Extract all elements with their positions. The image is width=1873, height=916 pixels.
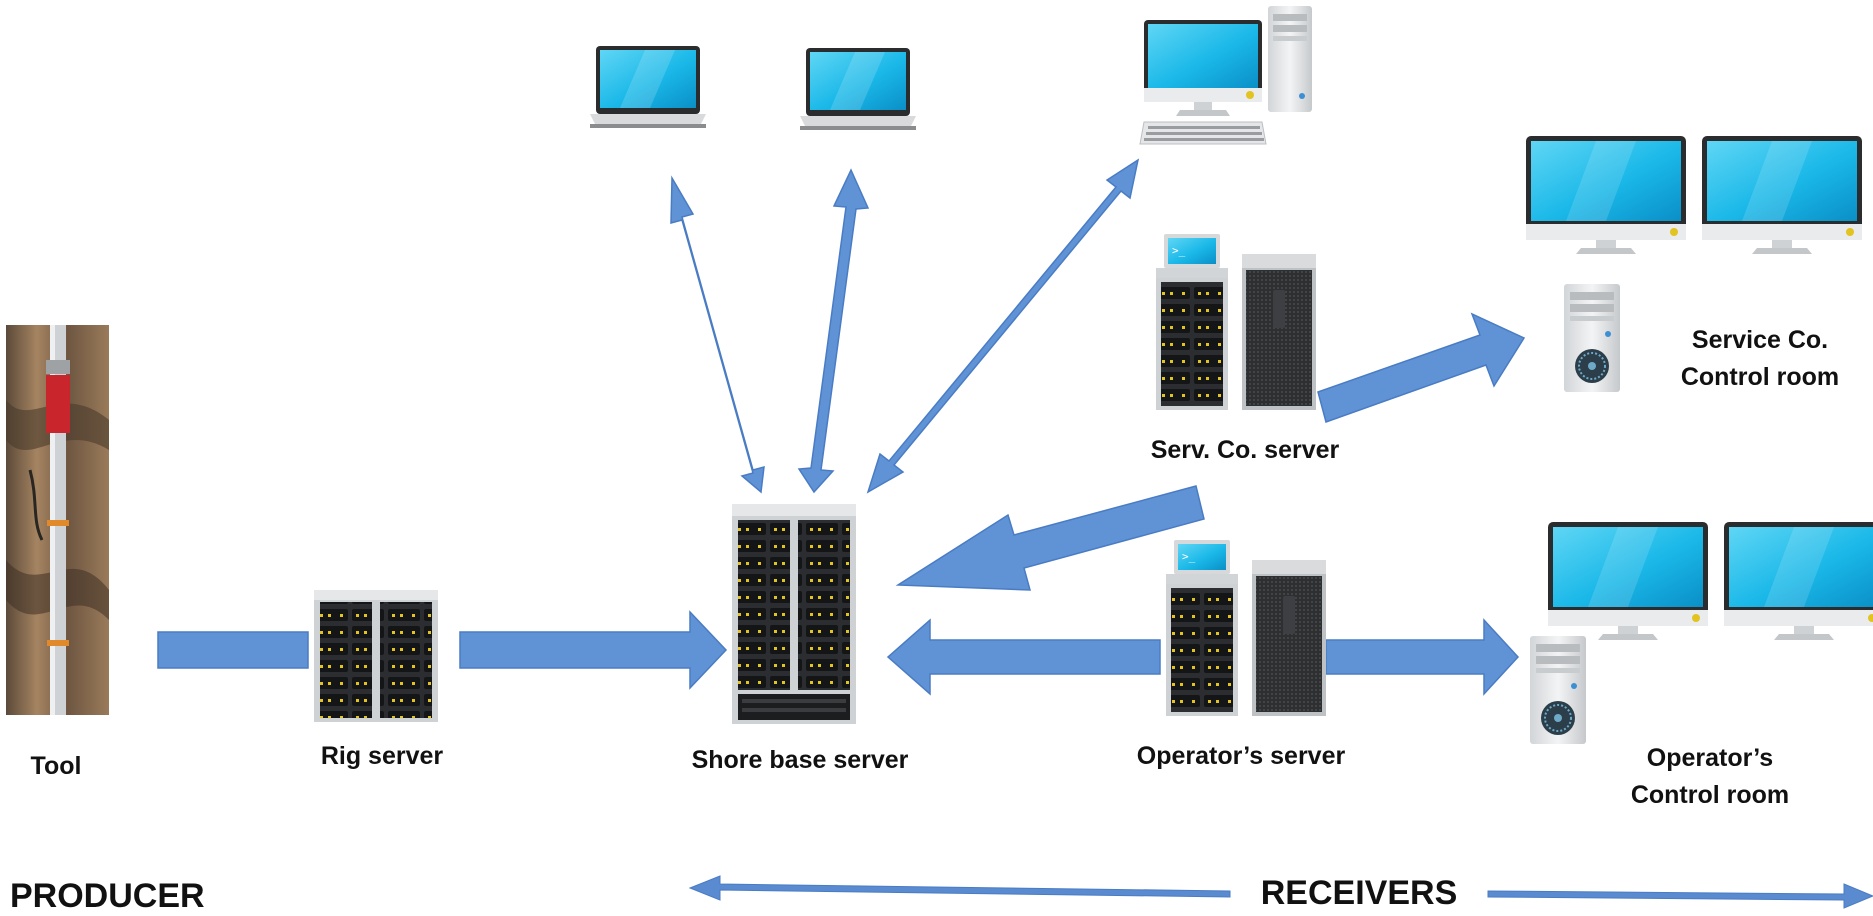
pc-tower-icon: [1529, 635, 1587, 745]
service-co-control-room-line2: Control room: [1680, 363, 1840, 391]
desktop-computer-icon: [1139, 5, 1313, 145]
operators-server-icon: [1166, 540, 1326, 716]
arrow-operator-to-shore-base: [886, 618, 1161, 696]
operators-control-room-icon: [1529, 522, 1873, 745]
laptop-icon-2: [800, 48, 916, 130]
arrow-laptop2-to-shore-base: [797, 168, 870, 494]
operators-control-room-line1: Operator’s: [1646, 744, 1774, 772]
serv-co-server-icon: [1156, 234, 1316, 410]
rig-server-label: Rig server: [320, 742, 444, 770]
service-co-control-room-line1: Service Co.: [1691, 326, 1829, 354]
pc-tower-icon: [1563, 283, 1621, 393]
service-co-control-room-label: Service Co. Control room: [1660, 322, 1860, 396]
arrow-laptop1-to-shore-base: [670, 175, 765, 494]
arrow-serv-co-to-service-control: [1317, 312, 1526, 423]
shore-base-server-icon: [732, 504, 856, 724]
operators-control-room-label: Operator’s Control room: [1610, 740, 1810, 814]
monitor-icon: [1702, 136, 1862, 254]
receivers-label: RECEIVERS: [1260, 874, 1458, 912]
tool-label: Tool: [30, 752, 82, 780]
downhole-tool-image: [6, 325, 109, 715]
operators-server-label: Operator’s server: [1136, 742, 1346, 770]
operators-control-room-line2: Control room: [1630, 781, 1790, 809]
arrow-serv-co-to-shore-base: [895, 485, 1205, 591]
monitor-icon: [1724, 522, 1873, 640]
shore-base-server-label: Shore base server: [691, 746, 909, 774]
arrow-desktop-to-shore-base: [866, 158, 1140, 494]
serv-co-server-label: Serv. Co. server: [1150, 436, 1340, 464]
monitor-icon: [1526, 136, 1686, 254]
monitor-icon: [1548, 522, 1708, 640]
data-flow-arrows: [157, 158, 1526, 696]
laptop-icon-1: [590, 46, 706, 128]
receivers-range-arrow: [688, 875, 1873, 909]
arrow-tool-to-rig-server: [157, 631, 309, 669]
arrow-rig-to-shore-base: [459, 610, 728, 690]
producer-label: PRODUCER: [10, 877, 205, 915]
arrow-operator-to-control-room: [1325, 618, 1520, 696]
rig-server-icon: [314, 590, 438, 722]
